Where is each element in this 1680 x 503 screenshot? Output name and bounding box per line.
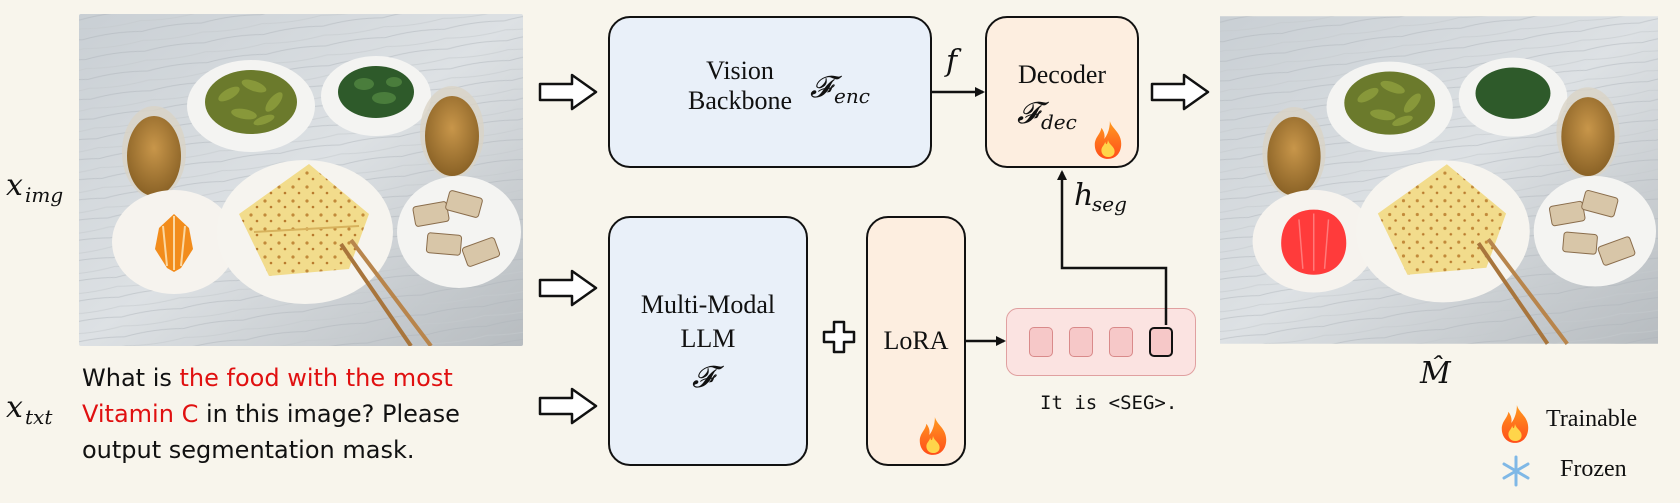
x-img-label: x img: [6, 168, 64, 207]
vision-backbone-line2: Backbone: [688, 86, 792, 115]
legend-trainable: Trainable: [1546, 406, 1638, 432]
vision-backbone-line1: Vision: [706, 56, 774, 85]
vision-backbone-box: Vision Backbone 𝓕 enc: [608, 16, 932, 168]
llm-line1: Multi-Modal: [640, 290, 776, 319]
h-seg-label: h seg: [1074, 178, 1127, 216]
query-highlight: the food with the most Vitamin C: [82, 364, 453, 428]
token: [1109, 327, 1133, 357]
token-sequence: [1006, 308, 1196, 376]
snowflake-icon: [1502, 455, 1530, 487]
llm-line2: LLM: [680, 324, 736, 353]
f-symbol: 𝓕: [692, 360, 715, 395]
decoder-title: Decoder: [1017, 60, 1107, 89]
output-text: It is <SEG>.: [1040, 392, 1178, 414]
output-mask-label: M̂: [1420, 356, 1451, 391]
plus-icon: [822, 320, 856, 354]
query-prefix: What is: [82, 364, 180, 392]
query-suffix: in this image? Please output segmentatio…: [82, 400, 460, 464]
token: [1069, 327, 1093, 357]
hollow-arrow-icon: [538, 269, 598, 307]
seg-token: [1149, 327, 1173, 357]
lora-box: LoRA: [866, 216, 966, 466]
f-enc-symbol: 𝓕 enc: [810, 70, 870, 108]
input-image: [79, 14, 523, 346]
hollow-arrow-icon: [1150, 73, 1210, 111]
fire-icon: [1501, 405, 1529, 443]
lora-title: LoRA: [883, 326, 949, 355]
token: [1029, 327, 1053, 357]
hollow-arrow-icon: [538, 387, 598, 425]
f-dec-symbol: 𝓕 dec: [1017, 96, 1077, 134]
feature-label: f: [946, 44, 958, 79]
output-image: [1220, 14, 1658, 346]
hollow-arrow-icon: [538, 73, 598, 111]
x-txt-label: x txt: [6, 390, 53, 429]
llm-box: Multi-Modal LLM 𝓕: [608, 216, 808, 466]
legend-frozen: Frozen: [1560, 456, 1627, 482]
decoder-box: Decoder 𝓕 dec: [985, 16, 1139, 168]
query-text: What is the food with the most Vitamin C…: [82, 360, 522, 468]
